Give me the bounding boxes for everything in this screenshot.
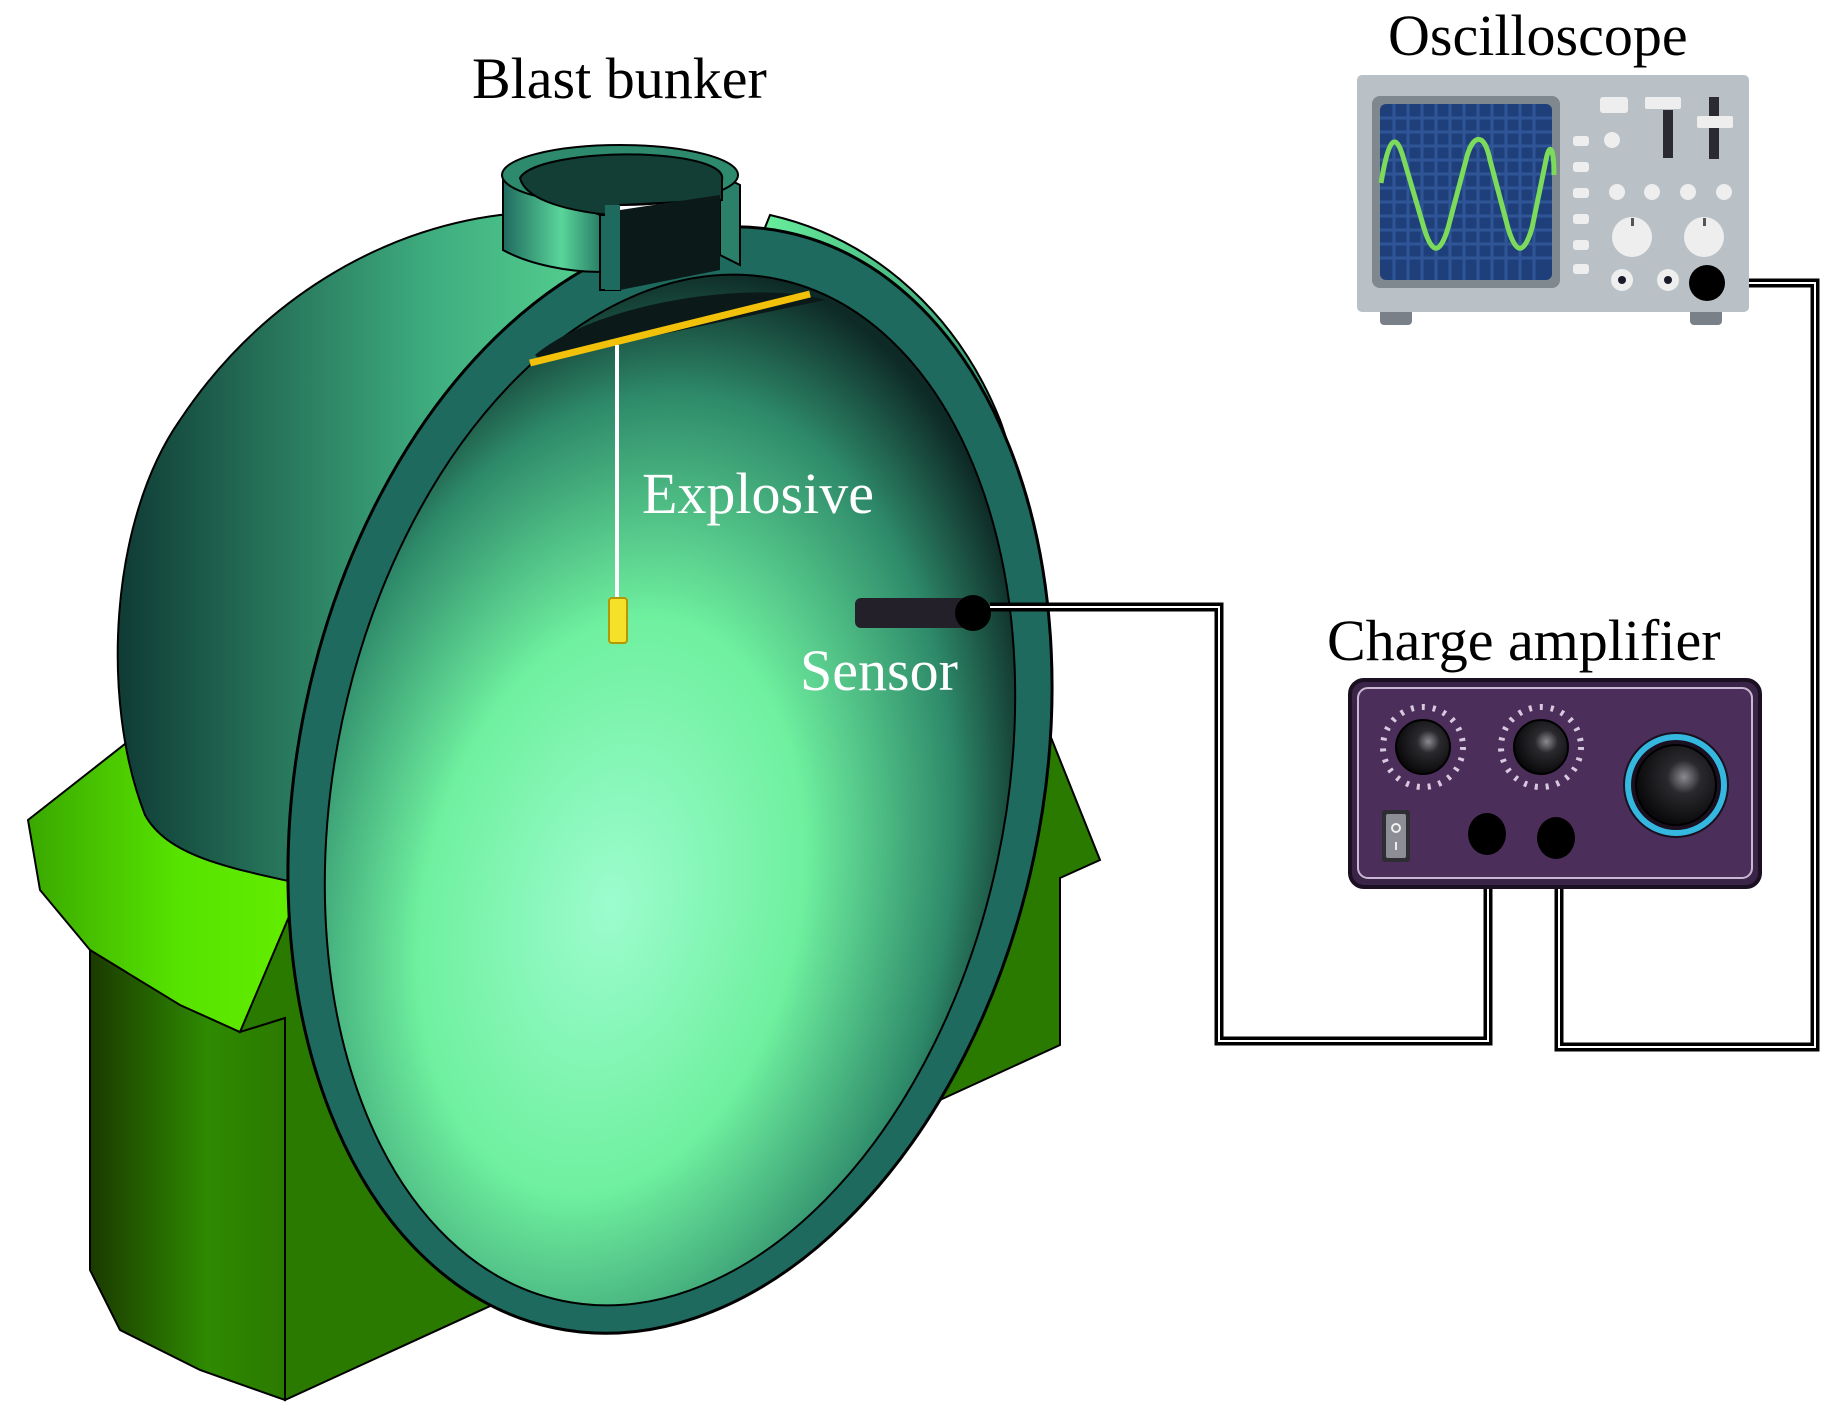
scope-button[interactable] xyxy=(1716,184,1732,200)
signal-cables xyxy=(990,278,1820,1052)
oscilloscope-grid xyxy=(1380,104,1552,280)
support-beam xyxy=(529,290,811,367)
scope-slider-handle[interactable] xyxy=(1645,97,1681,109)
scope-button[interactable] xyxy=(1573,136,1589,146)
charge-amplifier xyxy=(1348,678,1762,889)
bunker-collar xyxy=(501,144,741,291)
scope-cable-connector xyxy=(1689,265,1725,301)
scope-knob-left[interactable] xyxy=(1612,217,1652,257)
oscilloscope-screen xyxy=(1380,104,1552,280)
scope-knob-right[interactable] xyxy=(1684,217,1724,257)
scope-button[interactable] xyxy=(1609,184,1625,200)
sensor-connector xyxy=(955,595,991,631)
amplifier-knob-1[interactable] xyxy=(1380,704,1466,790)
amplifier-main-dial[interactable] xyxy=(1623,732,1729,838)
scope-button[interactable] xyxy=(1644,184,1660,200)
scope-button[interactable] xyxy=(1573,162,1589,172)
amplifier-power-switch[interactable] xyxy=(1382,810,1410,862)
scope-button[interactable] xyxy=(1573,214,1589,224)
scope-button[interactable] xyxy=(1600,97,1628,113)
scope-button[interactable] xyxy=(1604,132,1620,148)
label-charge-amplifier: Charge amplifier xyxy=(1327,608,1721,673)
label-explosive: Explosive xyxy=(642,461,874,526)
oscilloscope xyxy=(1357,75,1749,325)
label-blast-bunker: Blast bunker xyxy=(472,46,767,111)
scope-button[interactable] xyxy=(1573,188,1589,198)
explosive-charge xyxy=(608,597,628,644)
sensor xyxy=(855,595,991,631)
scope-slider-handle[interactable] xyxy=(1697,116,1733,128)
scope-input-jack-1[interactable] xyxy=(1611,269,1633,291)
scope-button[interactable] xyxy=(1573,264,1589,274)
oscilloscope-side-buttons xyxy=(1573,136,1589,274)
amplifier-input-connector xyxy=(1468,813,1506,855)
scope-input-jack-2[interactable] xyxy=(1657,269,1679,291)
amplifier-output-connector xyxy=(1537,817,1575,859)
scope-button[interactable] xyxy=(1680,184,1696,200)
label-oscilloscope: Oscilloscope xyxy=(1388,3,1688,68)
blast-bunker xyxy=(26,144,1102,1402)
label-sensor: Sensor xyxy=(800,638,958,703)
amplifier-knob-2[interactable] xyxy=(1498,704,1584,790)
bunker-interior xyxy=(323,273,1017,1307)
scope-slider-track xyxy=(1663,110,1673,158)
sensor-body xyxy=(855,598,975,628)
oscilloscope-waveform xyxy=(1378,136,1557,251)
scope-button[interactable] xyxy=(1573,240,1589,250)
